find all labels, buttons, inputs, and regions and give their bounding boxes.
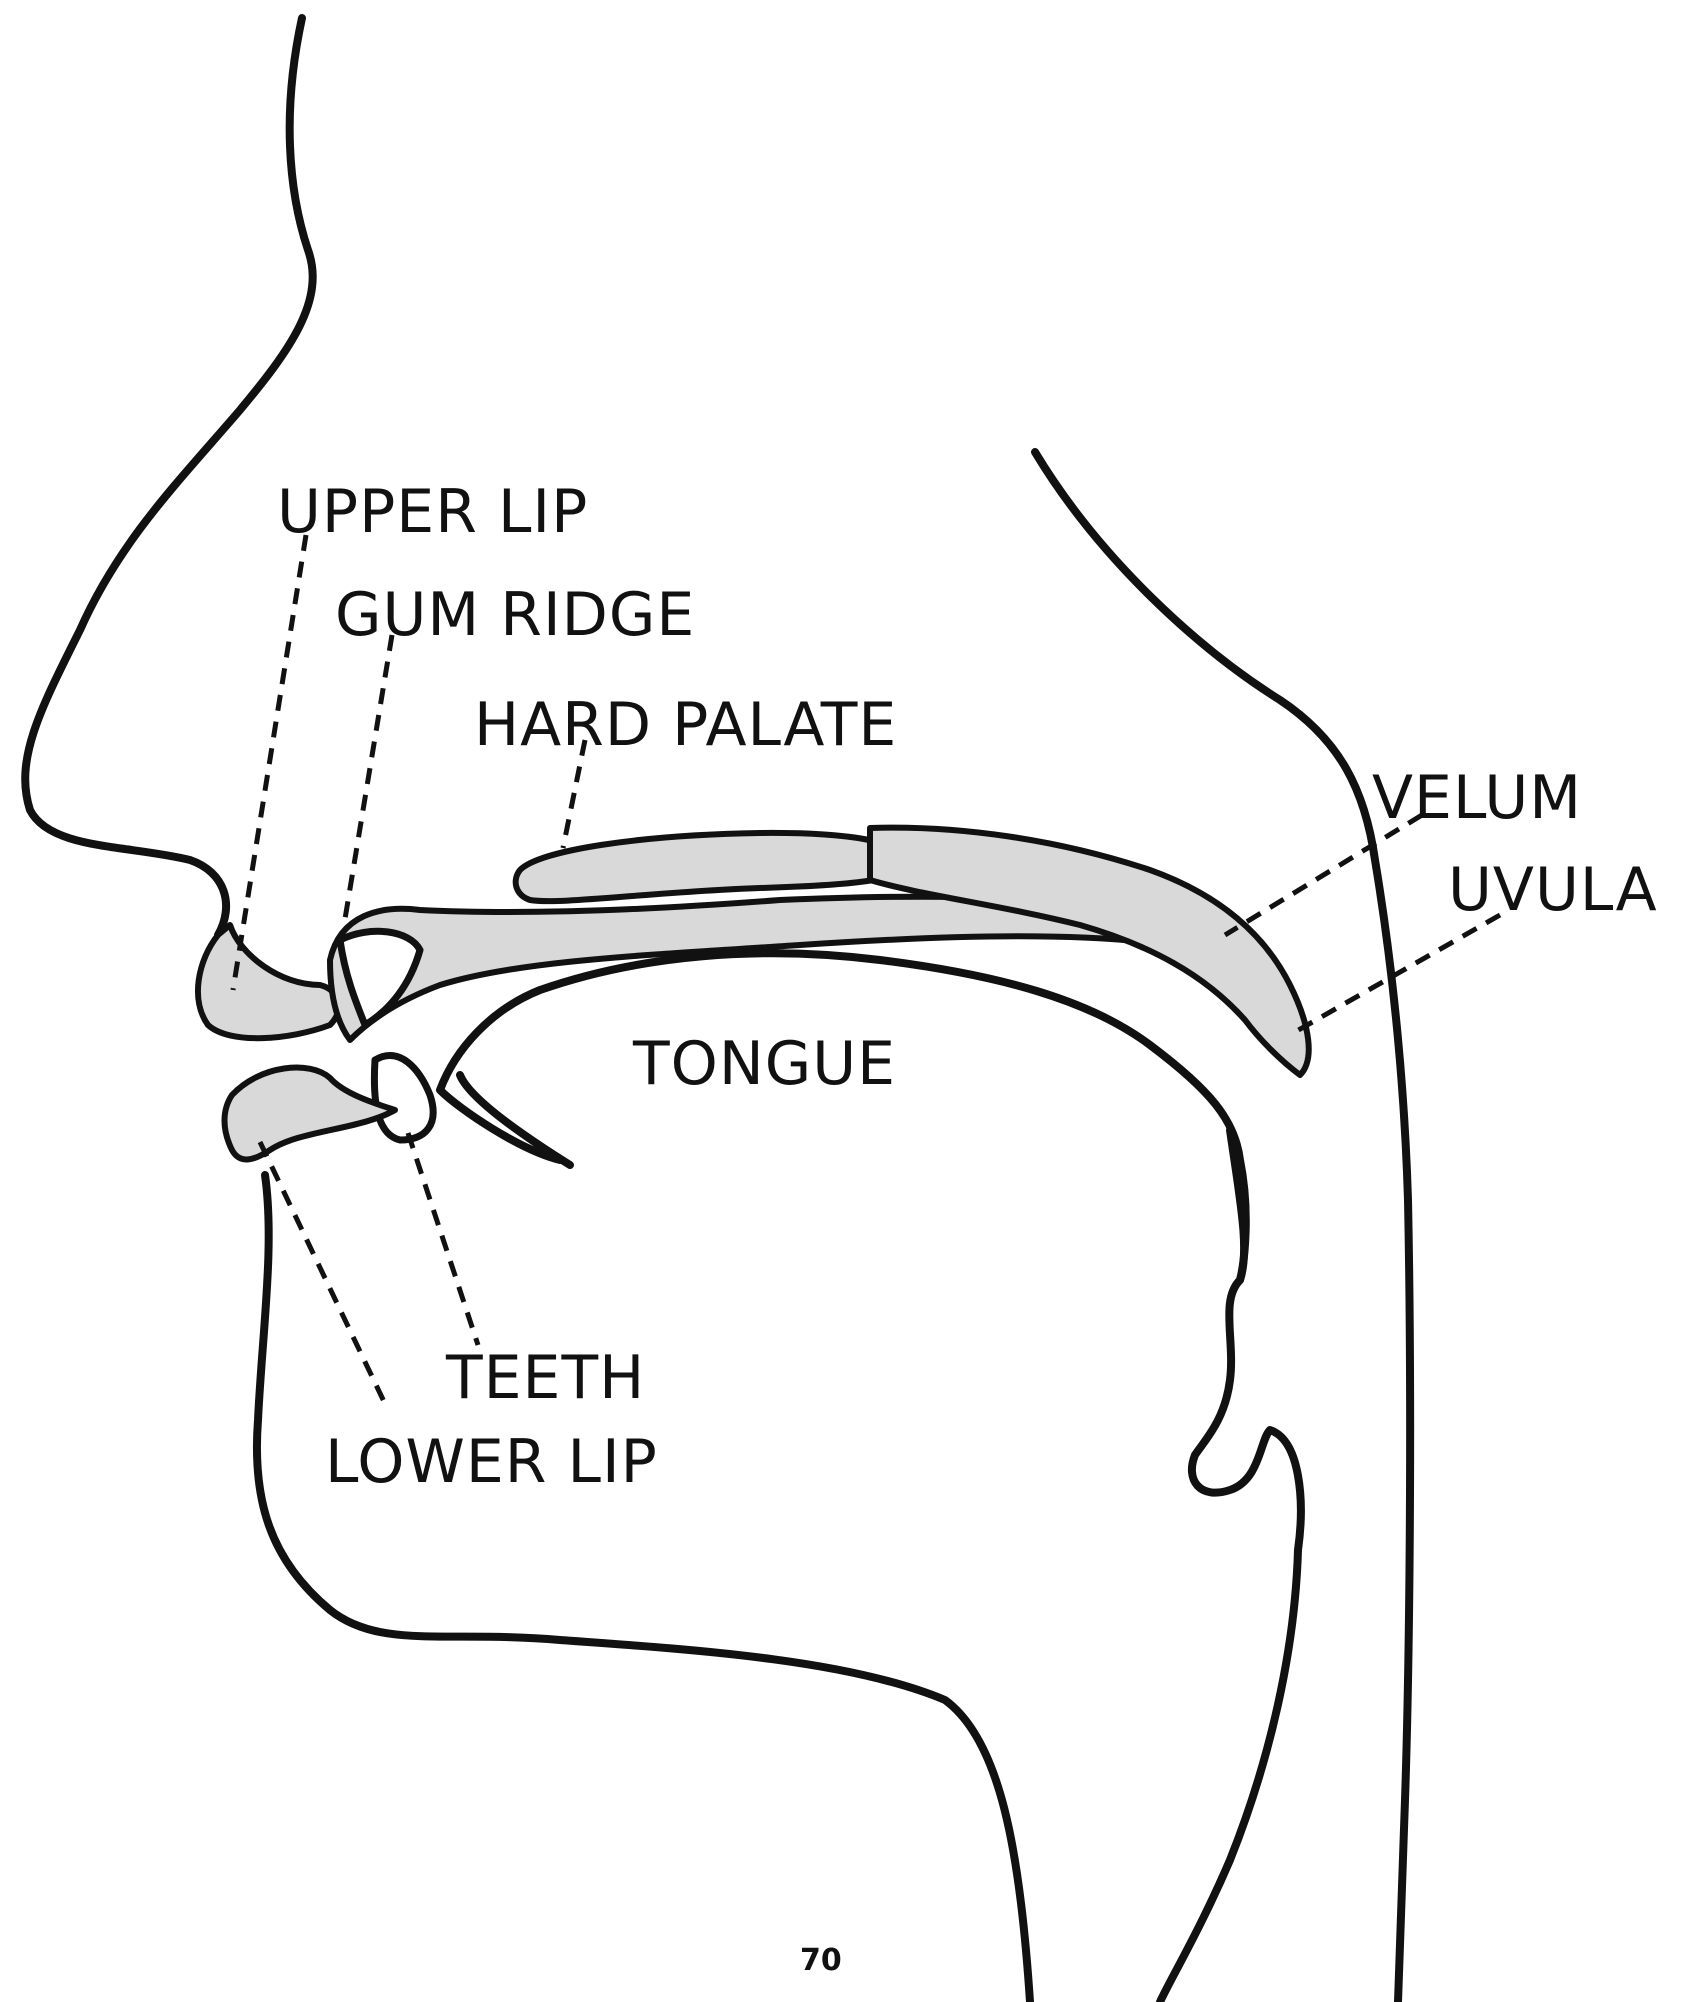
leader-gum-ridge [344, 635, 392, 925]
label-uvula: UVULA [1448, 855, 1658, 925]
pharynx-back-wall [1035, 452, 1410, 2002]
label-lower-lip: LOWER LIP [325, 1427, 658, 1497]
pharynx-front-wall [1160, 1130, 1301, 2002]
label-velum: VELUM [1372, 763, 1582, 833]
velum-shape [870, 828, 1309, 1075]
label-tongue: TONGUE [632, 1029, 896, 1099]
tongue-outline [440, 953, 1246, 1280]
label-hard-palate: HARD PALATE [474, 690, 897, 760]
leader-teeth [408, 1133, 478, 1345]
leader-velum [1225, 815, 1422, 935]
upper-lip-shape [198, 925, 339, 1038]
page-number: 70 [800, 1943, 842, 1978]
hard-palate-shape [516, 833, 915, 901]
leader-lower-lip [260, 1142, 388, 1410]
label-teeth: TEETH [445, 1343, 645, 1413]
label-upper-lip: UPPER LIP [277, 477, 588, 547]
face-profile-upper [25, 18, 312, 935]
face-profile-lower [257, 1175, 1030, 2002]
leader-upper-lip [233, 535, 306, 990]
label-gum-ridge: GUM RIDGE [335, 580, 695, 650]
lower-tooth [374, 1055, 433, 1140]
lower-lip-shape [225, 1068, 396, 1160]
